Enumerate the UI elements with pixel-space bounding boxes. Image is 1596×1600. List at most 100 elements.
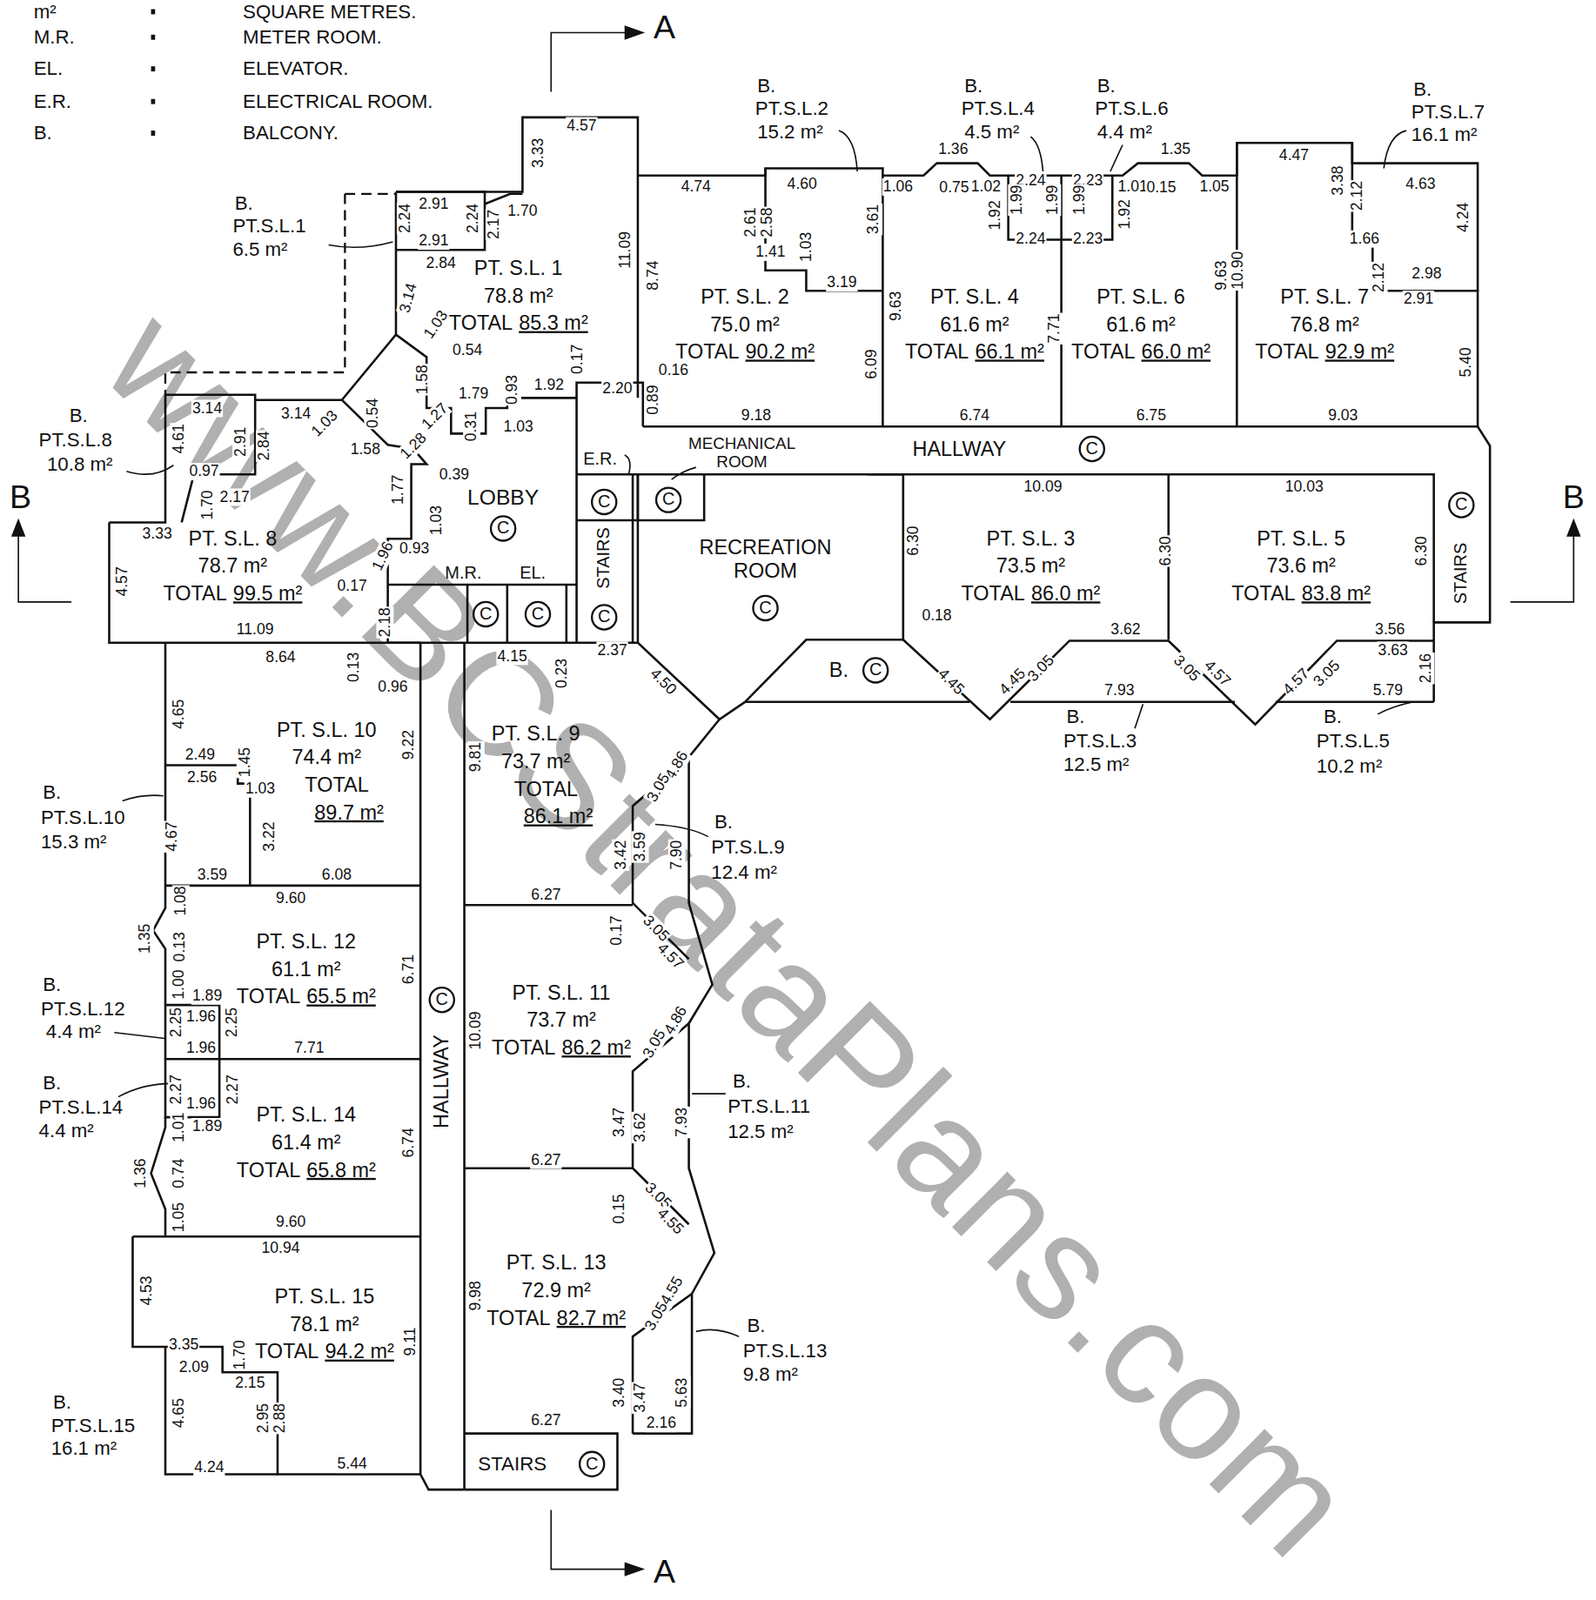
common-mark: C [655,486,682,513]
dimension: 0.54 [363,397,381,430]
lot-area: 61.4 m² [236,1129,376,1158]
dimension: 0.17 [335,576,369,594]
dimension: 2.16 [645,1414,678,1432]
lot-number: PT. S.L. 15 [254,1283,395,1312]
dimension: 0.89 [644,383,662,416]
balcony-callout: B. [1066,706,1085,728]
balcony-callout: PT.S.L.13 [743,1341,828,1363]
balcony-callout: 12.4 m² [710,863,778,885]
dimension: 2.91 [417,195,450,213]
dimension: 9.03 [1327,407,1360,424]
dimension: 4.65 [170,1397,188,1430]
balcony-callout: PT.S.L.8 [39,429,113,451]
area-name: STAIRS [594,527,615,590]
balcony-callout: B. [964,75,983,97]
balcony-callout: 9.8 m² [743,1365,798,1387]
dimension: 2.88 [271,1402,289,1436]
dimension: 1.92 [986,199,1004,232]
balcony-callout: PT.S.L.14 [39,1097,124,1119]
balcony-callout: 4.5 m² [964,121,1020,143]
dimension: 1.89 [191,1118,224,1135]
total-row: TOTAL82.7 m² [486,1304,626,1333]
strata-lot: PT. S.L. 1578.1 m²TOTAL94.2 m² [254,1283,395,1367]
dimension: 2.12 [1348,180,1366,213]
area-name: HALLWAY [912,437,1006,462]
total-row: TOTAL92.9 m² [1254,338,1395,367]
dimension: 6.74 [399,1126,416,1160]
balcony-callout: 4.4 m² [39,1120,94,1142]
strata-lot: PT. S.L. 178.8 m²TOTAL85.3 m² [449,254,589,338]
dimension: 6.30 [1157,535,1174,568]
legend-text: E.R. [33,91,72,113]
lot-area: 75.0 m² [675,310,815,339]
balcony-callout: 16.1 m² [1411,125,1478,147]
area-name: MECHANICAL ROOM [680,434,804,472]
dimension: 7.93 [1103,682,1136,699]
dimension: 6.75 [1135,407,1168,424]
total-word: TOTAL [905,340,969,363]
balcony-callout: B. [1323,706,1342,728]
dimension: 3.05 [1169,650,1205,686]
balcony-callout: 15.3 m² [40,831,108,853]
dimension: 1.03 [428,504,445,537]
dimension: 3.59 [196,865,229,883]
balcony-callout: PT.S.L.1 [232,215,306,237]
dimension: 0.74 [170,1157,188,1190]
dimension: 0.13 [171,931,188,964]
common-mark: C [1079,435,1106,463]
dimension: 4.45 [995,664,1031,700]
dimension: 2.84 [424,254,457,272]
dimension: 2.91 [417,232,450,249]
dimension: 2.25 [167,1006,185,1040]
dimension: 1.35 [1160,140,1193,158]
strata-lot: PT. S.L. 1074.4 m²TOTAL89.7 m² [269,716,384,827]
dimension: 2.56 [186,769,219,786]
dimension: 9.63 [1213,259,1230,292]
area-name: RECREATION ROOM [678,536,852,584]
dimension: 6.71 [399,953,416,986]
dimension: 1.77 [389,474,407,507]
dimension: 1.27 [417,399,453,435]
dimension: 3.62 [631,1112,649,1145]
dimension: 3.42 [611,838,629,872]
dimension: 2.91 [1402,290,1436,308]
section-marker: A [653,1554,676,1590]
total-area: 94.2 m² [324,1340,395,1363]
lot-area: 76.8 m² [1254,310,1395,339]
balcony-callout: PT.S.L.9 [710,837,785,859]
area-name: EL. [519,563,546,584]
legend-text: EL. [33,58,63,80]
balcony-callout: 4.4 m² [46,1022,101,1044]
balcony-callout: B. [69,405,88,427]
legend-text: B. [33,122,53,144]
balcony-callout: B. [42,782,61,804]
lot-number: PT. S.L. 7 [1254,282,1395,311]
total-area: 86.1 m² [478,803,593,832]
total-row: TOTAL83.8 m² [1231,580,1371,609]
dimension: 1.70 [231,1339,249,1372]
dimension: 2.17 [218,488,251,505]
dimension: 0.23 [552,657,570,691]
strata-lot: PT. S.L. 573.6 m²TOTAL83.8 m² [1231,524,1371,608]
strata-lot: PT. S.L. 776.8 m²TOTAL92.9 m² [1254,282,1395,366]
section-marker: A [653,9,676,46]
common-mark: C [472,601,499,628]
dimension: 1.03 [419,306,452,342]
total-word: TOTAL [162,582,227,605]
strata-lot: PT. S.L. 973.7 m²TOTAL86.1 m² [478,720,593,832]
dimension: 2.37 [596,641,629,658]
common-mark: C [489,515,517,542]
dimension: 8.74 [644,259,662,292]
dimension: 2.58 [758,206,776,239]
dimension: 2.91 [232,425,249,458]
total-word: TOTAL [675,340,739,363]
dimension: 1.92 [533,375,566,393]
balcony-callout: PT.S.L.4 [961,98,1035,120]
dimension: 7.93 [673,1106,691,1140]
balcony-callout: 10.8 m² [46,455,114,477]
dimension: 9.63 [887,290,905,323]
dimension: 6.08 [321,865,354,883]
total-word: TOTAL [491,1036,556,1060]
common-mark: C [578,1451,605,1478]
balcony-callout: PT.S.L.5 [1316,730,1390,752]
